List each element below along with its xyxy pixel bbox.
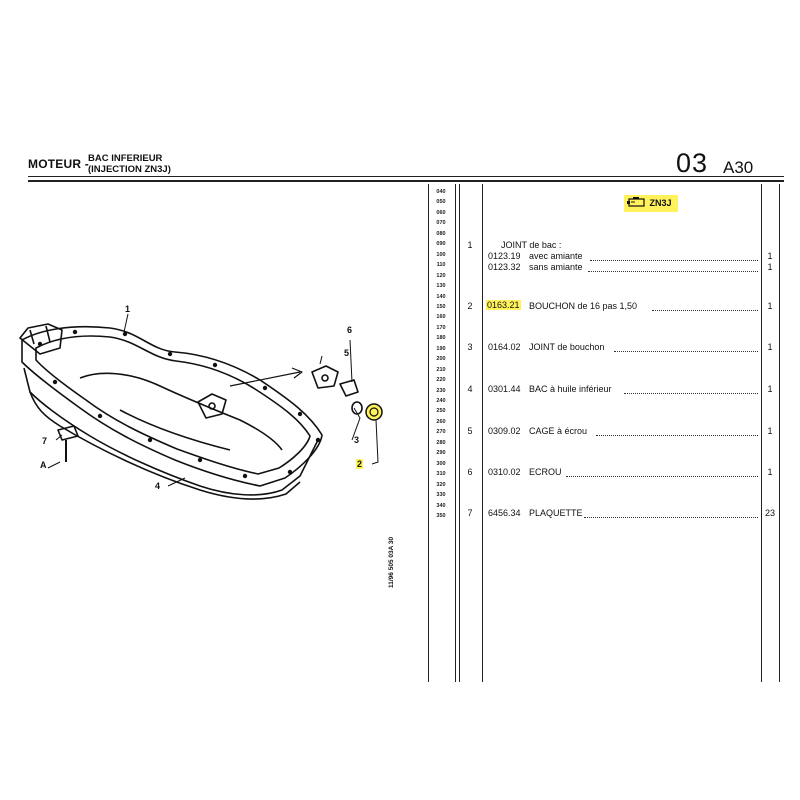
row-number: 190 <box>436 345 446 352</box>
part-qty: 1 <box>767 384 773 394</box>
part-qty: 1 <box>767 426 773 436</box>
row-number: 280 <box>436 439 446 446</box>
engine-badge: ZN3J <box>624 195 678 212</box>
row-number: 330 <box>436 492 446 499</box>
row-number: 340 <box>436 502 446 509</box>
part-ref: 0301.44 <box>488 384 521 394</box>
row-number: 290 <box>436 450 446 457</box>
row-number: 090 <box>436 241 446 248</box>
row-number: 120 <box>436 272 446 279</box>
part-qty: 1 <box>767 262 773 272</box>
engine-symbol-icon <box>627 197 650 208</box>
part-ref: 0309.02 <box>488 426 521 436</box>
row-number: 270 <box>436 429 446 436</box>
part-item-number: 1 <box>467 240 473 250</box>
part-qty: 1 <box>767 301 773 311</box>
row-number: 210 <box>436 366 446 373</box>
drawing-code: 11/96 505 03A 30 <box>388 536 395 588</box>
row-number: 240 <box>436 398 446 404</box>
part-item-number: 5 <box>467 426 473 436</box>
part-ref: 0123.19 <box>488 251 521 261</box>
part-ref: 0164.02 <box>488 342 521 352</box>
part-qty: 1 <box>767 467 773 477</box>
row-number: 180 <box>436 335 446 342</box>
subtitle-line1: BAC INFERIEUR <box>88 153 163 164</box>
row-number: 100 <box>436 251 446 258</box>
header-rule-top <box>28 176 784 177</box>
part-ref: 0123.32 <box>488 262 521 272</box>
part-qty: 1 <box>767 342 773 352</box>
part-item-number: 4 <box>467 384 473 394</box>
part-description: JOINT de bac : <box>501 240 562 250</box>
table-line-rownum-2 <box>459 184 460 682</box>
table-line-qty <box>761 184 762 682</box>
part-qty: 1 <box>767 251 773 261</box>
part-item-number: 2 <box>467 301 473 311</box>
row-number: 070 <box>436 220 446 227</box>
row-number: 050 <box>436 199 446 206</box>
table-line-right <box>779 184 780 682</box>
callout-4: 4 <box>155 481 161 491</box>
callout-3: 3 <box>354 435 360 445</box>
row-number: 080 <box>436 230 446 237</box>
row-number: 140 <box>436 293 446 300</box>
row-number: 230 <box>436 387 446 394</box>
part-description: PLAQUETTE <box>529 508 583 518</box>
part-ref: 6456.34 <box>488 508 521 518</box>
row-number: 350 <box>436 512 446 519</box>
table-line-rownum <box>455 184 456 682</box>
callout-6: 6 <box>347 325 353 335</box>
row-number: 040 <box>436 189 446 195</box>
part-qty: 23 <box>764 508 775 518</box>
row-number: 320 <box>436 481 446 488</box>
section-title: MOTEUR - <box>28 157 89 171</box>
row-number: 310 <box>436 471 446 478</box>
part-description: ECROU <box>529 467 562 477</box>
part-ref-highlighted: 0163.21 <box>486 300 521 310</box>
subtitle-line2: (INJECTION ZN3J) <box>88 164 171 175</box>
part-item-number: 3 <box>467 342 473 352</box>
part-description: BAC à huile inférieur <box>529 384 612 394</box>
part-item-number: 6 <box>467 467 473 477</box>
callout-2: 2 <box>356 459 364 469</box>
row-number: 170 <box>436 324 446 331</box>
part-description: BOUCHON de 16 pas 1,50 <box>529 301 638 311</box>
part-item-number: 7 <box>467 508 473 518</box>
row-number: 150 <box>436 303 446 310</box>
row-number: 260 <box>436 418 446 425</box>
row-number: 250 <box>436 408 446 415</box>
callout-A: A <box>40 460 47 470</box>
callout-7: 7 <box>42 436 48 446</box>
table-line-left <box>428 184 429 682</box>
engine-code: ZN3J <box>649 198 672 208</box>
row-number: 200 <box>436 356 446 363</box>
oil-pan-diagram <box>19 313 383 500</box>
callout-5: 5 <box>344 348 350 358</box>
page-section: A30 <box>723 158 754 177</box>
row-number: 220 <box>436 377 446 384</box>
part-description: avec amiante <box>529 251 583 261</box>
page-number: 03 <box>676 148 709 178</box>
row-number: 130 <box>436 283 446 290</box>
row-number: 300 <box>436 460 446 467</box>
part-description: sans amiante <box>529 262 583 272</box>
row-number: 110 <box>436 262 446 269</box>
header-rule-bottom <box>28 180 784 182</box>
part-description: JOINT de bouchon <box>529 342 605 352</box>
callout-1: 1 <box>125 304 131 314</box>
row-number: 160 <box>436 314 446 321</box>
part-description: CAGE à écrou <box>529 426 588 436</box>
table-line-item <box>482 184 483 682</box>
row-number: 060 <box>436 209 446 216</box>
part-ref: 0310.02 <box>488 467 521 477</box>
